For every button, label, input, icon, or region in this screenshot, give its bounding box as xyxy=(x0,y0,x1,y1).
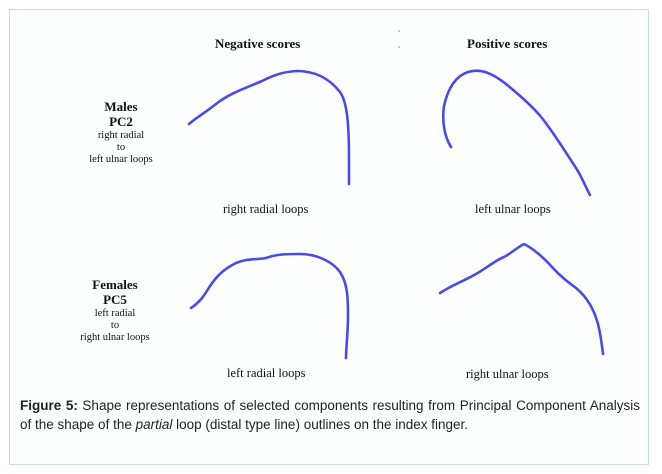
caption-label: Figure 5: xyxy=(20,398,78,413)
caption-text-before: Shape representations of selected compon… xyxy=(20,398,640,433)
row-from-text: left radial xyxy=(94,307,136,319)
column-header-positive: Positive scores xyxy=(467,36,548,51)
row-label-males: Males PC2 right radial to left ulnar loo… xyxy=(66,99,176,166)
row-to-word: to xyxy=(116,141,126,153)
row-label-females: Females PC5 left radial to right ulnar l… xyxy=(60,277,170,344)
speck-dot xyxy=(398,46,400,48)
speck-dot xyxy=(398,30,400,32)
figure-caption: Figure 5: Shape representations of selec… xyxy=(20,396,640,434)
caption-emphasis: partial xyxy=(135,417,173,433)
loop-outline-females-positive xyxy=(438,242,605,356)
loop-outline-females-negative xyxy=(189,252,350,360)
loop-shapes-plot xyxy=(187,30,605,360)
row-group-name: Males xyxy=(104,99,138,114)
row-to-text: right ulnar loops xyxy=(80,332,150,343)
row-from-text: right radial xyxy=(97,129,145,141)
caption-text-after: loop (distal type line) outlines on the … xyxy=(172,417,469,433)
shape-label-females-negative: left radial loops xyxy=(227,366,306,380)
shape-label-females-positive: right ulnar loops xyxy=(466,367,549,381)
row-component-name: PC2 xyxy=(109,113,133,129)
loop-outline-males-negative xyxy=(187,69,351,186)
shape-label-males-positive: left ulnar loops xyxy=(475,202,551,216)
shape-label-males-negative: right radial loops xyxy=(223,202,309,216)
row-to-text: left ulnar loops xyxy=(89,154,153,165)
loop-outline-males-positive xyxy=(441,69,592,197)
row-component-name: PC5 xyxy=(103,291,127,307)
row-group-name: Females xyxy=(92,277,138,292)
row-to-word: to xyxy=(110,319,120,331)
column-header-negative: Negative scores xyxy=(215,36,301,51)
figure-box: Negative scores Positive scores Males PC… xyxy=(9,9,649,465)
